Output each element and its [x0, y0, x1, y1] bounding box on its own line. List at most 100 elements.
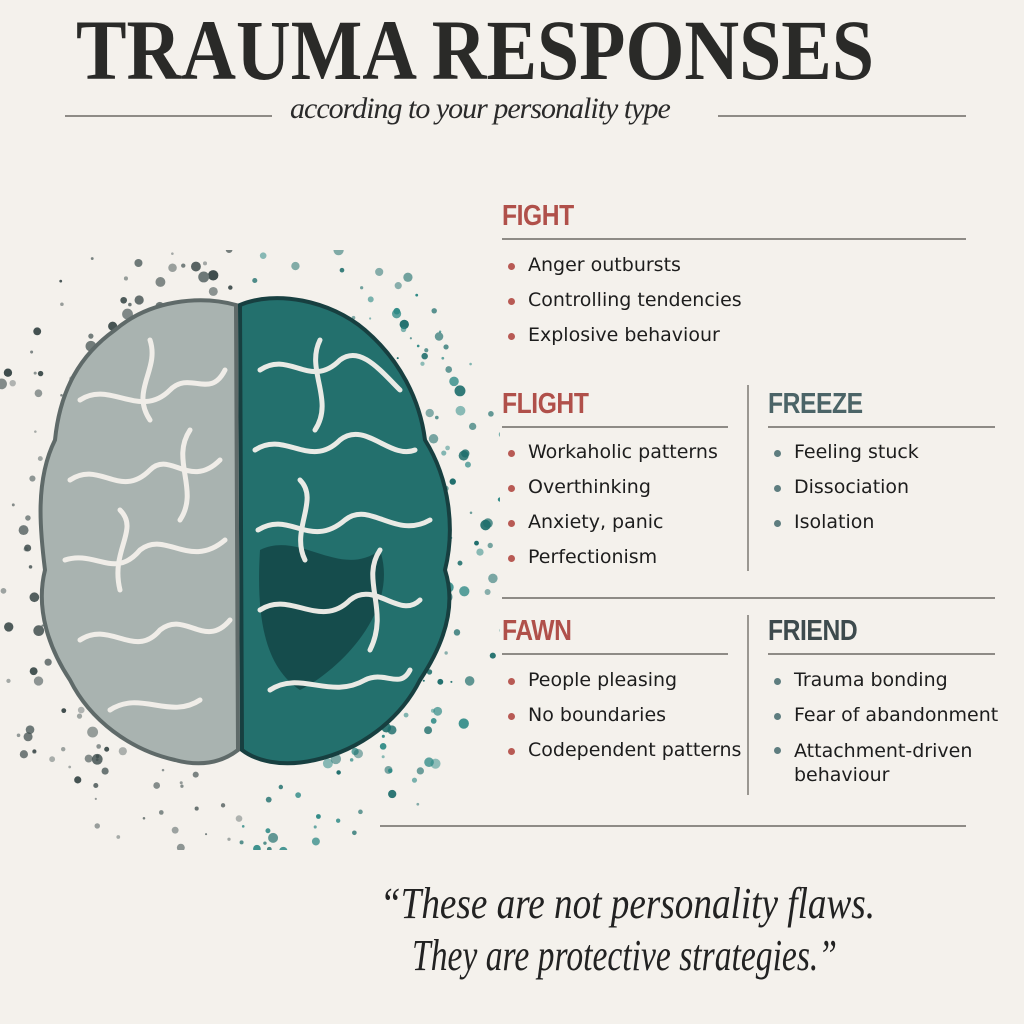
item-text: Overthinking — [528, 476, 651, 498]
splatter-dot — [295, 792, 302, 798]
list-item: Codependent patterns — [502, 733, 741, 768]
splatter-dot — [171, 252, 174, 256]
flight-heading: FLIGHT — [502, 388, 589, 420]
splatter-dot — [153, 782, 161, 789]
splatter-dot — [441, 356, 445, 360]
splatter-dot — [0, 378, 7, 390]
friend-rule — [768, 653, 995, 655]
column-divider — [747, 615, 749, 795]
splatter-dot — [453, 629, 461, 636]
item-text: Perfectionism — [528, 546, 658, 568]
splatter-dot — [424, 726, 433, 735]
list-item: Explosive behaviour — [502, 318, 742, 353]
splatter-dot — [6, 678, 11, 683]
splatter-dot — [480, 519, 491, 531]
splatter-dot — [375, 267, 384, 277]
bullet-icon — [774, 678, 781, 685]
splatter-dot — [394, 282, 402, 290]
splatter-dot — [457, 560, 463, 566]
splatter-dot — [464, 461, 471, 468]
bullet-icon — [774, 713, 781, 720]
splatter-dot — [16, 733, 21, 738]
splatter-dot — [28, 565, 33, 569]
splatter-dot — [3, 368, 13, 377]
splatter-dot — [191, 261, 201, 272]
list-item: Trauma bonding — [768, 663, 978, 698]
splatter-dot — [192, 771, 199, 778]
splatter-dot — [18, 525, 29, 536]
splatter-dot — [266, 846, 272, 850]
fight-rule — [502, 238, 966, 240]
splatter-dot — [469, 422, 477, 431]
splatter-dot — [96, 744, 102, 749]
splatter-dot — [445, 366, 453, 373]
item-text: Explosive behaviour — [528, 324, 720, 346]
splatter-dot — [33, 625, 45, 637]
splatter-dot — [60, 302, 64, 307]
brain-folds — [62, 337, 433, 713]
friend-heading: FRIEND — [768, 615, 858, 647]
splatter-dot — [498, 432, 500, 437]
splatter-dot — [87, 726, 99, 738]
list-item: Anger outbursts — [502, 248, 742, 283]
item-text: No boundaries — [528, 704, 667, 726]
splatter-dot — [358, 809, 363, 815]
splatter-dot — [252, 277, 258, 284]
splatter-dot — [278, 784, 284, 790]
list-item: Attachment-driven behaviour — [768, 733, 978, 787]
splatter-dot — [443, 344, 449, 350]
splatter-dot — [461, 449, 470, 458]
quote-line-2: They are protective strategies.” — [412, 931, 837, 980]
item-text: Anger outbursts — [528, 254, 681, 276]
list-item: Anxiety, panic — [502, 505, 718, 540]
list-item: No boundaries — [502, 698, 741, 733]
splatter-dot — [399, 319, 409, 330]
splatter-dot — [225, 250, 233, 254]
splatter-dot — [25, 515, 31, 521]
splatter-dot — [61, 708, 67, 714]
splatter-dot — [311, 837, 320, 846]
splatter-dot — [94, 797, 97, 800]
splatter-dot — [68, 765, 72, 769]
splatter-dot — [84, 754, 93, 763]
list-item: Feeling stuck — [768, 435, 919, 470]
item-text: Trauma bonding — [794, 669, 948, 691]
splatter-dot — [179, 781, 183, 785]
splatter-dot — [379, 743, 387, 750]
splatter-dot — [61, 746, 66, 752]
freeze-list: Feeling stuck Dissociation Isolation — [768, 435, 919, 540]
bullet-icon — [508, 485, 515, 492]
splatter-dot — [349, 758, 354, 762]
splatter-dot — [198, 271, 210, 283]
splatter-dot — [116, 835, 121, 839]
splatter-dot — [29, 592, 40, 603]
item-text: Codependent patterns — [528, 739, 742, 761]
splatter-dot — [322, 758, 333, 769]
splatter-dot — [155, 276, 166, 287]
splatter-dot — [497, 497, 500, 502]
splatter-dot — [459, 586, 470, 597]
splatter-dot — [381, 734, 385, 738]
splatter-dot — [454, 385, 466, 397]
splatter-dot — [44, 658, 52, 666]
splatter-dot — [33, 371, 37, 375]
splatter-dot — [433, 706, 443, 716]
list-item: Perfectionism — [502, 540, 718, 575]
splatter-dot — [120, 296, 128, 304]
splatter-dot — [425, 408, 434, 418]
splatter-dot — [123, 276, 129, 281]
splatter-dot — [34, 430, 37, 433]
splatter-dot — [431, 308, 437, 314]
splatter-dot — [416, 344, 420, 348]
splatter-dot — [4, 622, 14, 632]
splatter-dot — [41, 624, 44, 627]
splatter-dot — [59, 279, 63, 283]
bullet-icon — [774, 450, 781, 457]
item-text: Controlling tendencies — [528, 289, 742, 311]
splatter-dot — [235, 815, 243, 822]
splatter-dot — [474, 540, 479, 546]
bullet-icon — [508, 333, 515, 340]
splatter-dot — [381, 755, 385, 759]
bullet-icon — [508, 678, 515, 685]
fawn-rule — [502, 653, 728, 655]
